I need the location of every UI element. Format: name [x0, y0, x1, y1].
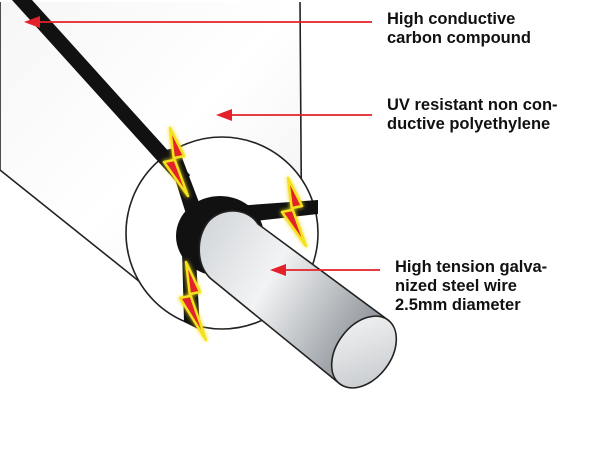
- label-line: 2.5mm diameter: [395, 296, 521, 314]
- conductive-carbon-strip: [12, 0, 190, 188]
- steel-wire-end: [330, 315, 398, 389]
- spark-bottom-icon: [178, 260, 208, 342]
- label-steel-wire: High tension galva- nized steel wire 2.5…: [395, 258, 547, 315]
- spark-right-icon: [280, 176, 308, 248]
- label-line: High tension galva-: [395, 258, 548, 276]
- label-polyethylene: UV resistant non con- ductive polyethyle…: [387, 96, 558, 134]
- label-line: carbon compound: [387, 29, 531, 47]
- label-line: UV resistant non con-: [387, 96, 558, 114]
- label-line: High conductive: [387, 10, 516, 28]
- label-carbon-compound: High conductive carbon compound: [387, 10, 531, 48]
- spark-top-icon: [162, 126, 190, 198]
- arrow-polyethylene: [216, 109, 372, 121]
- arrow-carbon-compound: [24, 16, 372, 28]
- label-line: ductive polyethylene: [387, 115, 551, 133]
- label-line: nized steel wire: [395, 277, 517, 295]
- arrow-steel-wire: [270, 264, 380, 276]
